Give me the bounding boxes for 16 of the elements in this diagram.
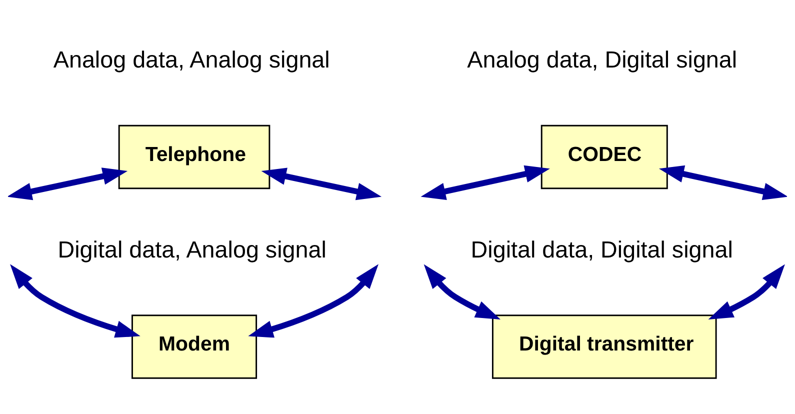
arrow — [420, 165, 550, 200]
arrow — [261, 168, 382, 200]
arrow — [10, 264, 140, 338]
node-box: Telephone — [118, 124, 270, 190]
arrow — [658, 165, 787, 200]
arrow — [708, 264, 785, 320]
node-label: Digital data, Digital signal — [470, 236, 733, 262]
node-box: Modem — [132, 314, 258, 379]
arrow — [248, 264, 378, 338]
node-label: Analog data, Digital signal — [467, 46, 738, 73]
node-box: Digital transmitter — [492, 314, 717, 379]
arrow — [8, 168, 128, 200]
node-label: Analog data, Analog signal — [53, 46, 330, 73]
node-label: Digital data, Analog signal — [58, 236, 326, 262]
node-box: CODEC — [540, 124, 668, 190]
arrow — [424, 264, 501, 320]
